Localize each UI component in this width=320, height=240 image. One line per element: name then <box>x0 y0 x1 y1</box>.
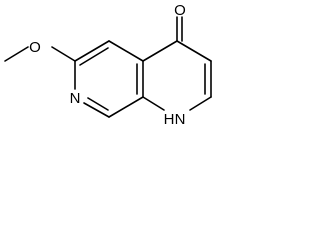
bond-c8-n7 <box>83 102 110 118</box>
bond-c5-c4a <box>108 40 144 62</box>
bond-c6-c5 <box>74 40 110 62</box>
bond-methyl-o <box>4 46 29 62</box>
bond-n1-c8a <box>142 96 165 111</box>
atom-label-oxygen-methoxy: O <box>29 39 41 56</box>
bond-c2-n1 <box>189 96 212 111</box>
bond-c8-n7-double <box>87 97 109 111</box>
molecular-structure: O O N H N <box>4 2 212 128</box>
atom-label-nitrogen-amine: N <box>175 111 186 128</box>
bond-c4-c3 <box>176 40 212 62</box>
atom-label-nitrogen-pyridine: N <box>70 90 81 107</box>
bond-c8a-c8 <box>108 96 144 118</box>
bond-c6-c5-double <box>79 47 109 66</box>
bond-o-c6 <box>51 46 76 62</box>
bond-c4a-c4 <box>142 40 178 62</box>
atom-label-oxygen-carbonyl: O <box>174 2 186 19</box>
atom-label-hydrogen-amine: H <box>164 111 175 128</box>
